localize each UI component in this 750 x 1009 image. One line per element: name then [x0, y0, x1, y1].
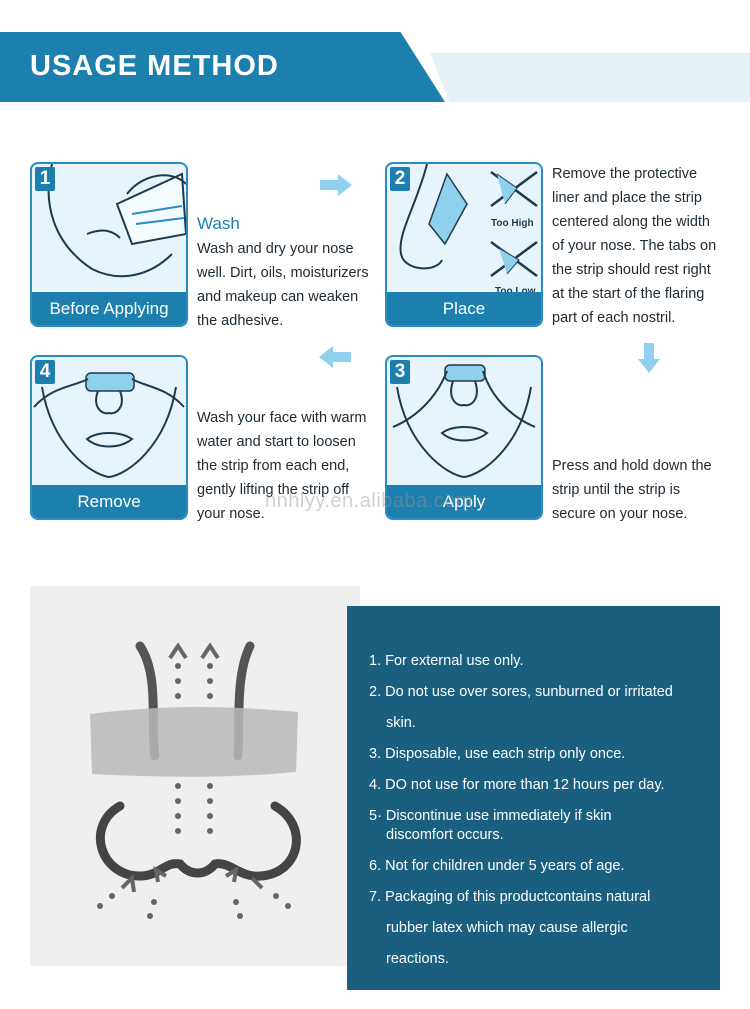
arrow-right-icon: [320, 174, 352, 196]
list-item: 1. For external use only.: [369, 653, 524, 669]
nose-airflow-illustration: [30, 586, 360, 966]
warnings-list: 1. For external use only. 2. Do not use …: [369, 646, 709, 975]
remove-text: Wash your face with warm water and start…: [197, 410, 367, 522]
step-number: 3: [390, 360, 410, 384]
list-item: 4. DO not use for more than 12 hours per…: [369, 777, 665, 793]
banner-title: USAGE METHOD: [30, 50, 279, 82]
place-text: Remove the protective liner and place th…: [552, 166, 717, 326]
list-item: 3. Disposable, use each strip only once.: [369, 746, 626, 762]
step-caption: Before Applying: [32, 292, 186, 325]
banner-accent: [430, 53, 750, 102]
step-card-place: 2 Too High Too Low Place: [385, 162, 543, 327]
too-high-label: Too High: [491, 218, 534, 229]
too-low-label: Too Low: [495, 286, 535, 297]
place-illustration: [399, 164, 538, 278]
apply-text: Press and hold down the strip until the …: [552, 458, 712, 522]
remove-illustration: [33, 372, 185, 479]
step-card-apply: 3 Apply: [385, 355, 543, 520]
list-item: 6. Not for children under 5 years of age…: [369, 858, 625, 874]
watermark: hnhlyy.en.alibaba.com: [265, 490, 474, 512]
nose-icon: [90, 641, 301, 919]
step-card-remove: 4 Remove: [30, 355, 188, 520]
arrow-down-icon: [638, 343, 660, 373]
usage-banner: USAGE METHOD: [0, 32, 750, 102]
arrow-left-icon: [319, 346, 351, 368]
wash-illustration: [47, 164, 186, 278]
wash-heading: Wash: [197, 214, 240, 233]
list-item: 2. Do not use over sores, sunburned or i…: [369, 684, 673, 731]
step-number: 1: [35, 167, 55, 191]
step-caption: Remove: [32, 485, 186, 518]
step-number: 2: [390, 167, 410, 191]
apply-illustration: [392, 364, 536, 479]
warnings-panel: 1. For external use only. 2. Do not use …: [347, 606, 720, 990]
step-number: 4: [35, 360, 55, 384]
banner-bar: [0, 32, 445, 102]
step-card-before-applying: 1 Before Applying: [30, 162, 188, 327]
wash-text: Wash and dry your nose well. Dirt, oils,…: [197, 241, 369, 329]
list-item: 7. Packaging of this productcontains nat…: [369, 889, 651, 967]
step-caption: Apply: [387, 485, 541, 518]
step-caption: Place: [387, 292, 541, 325]
